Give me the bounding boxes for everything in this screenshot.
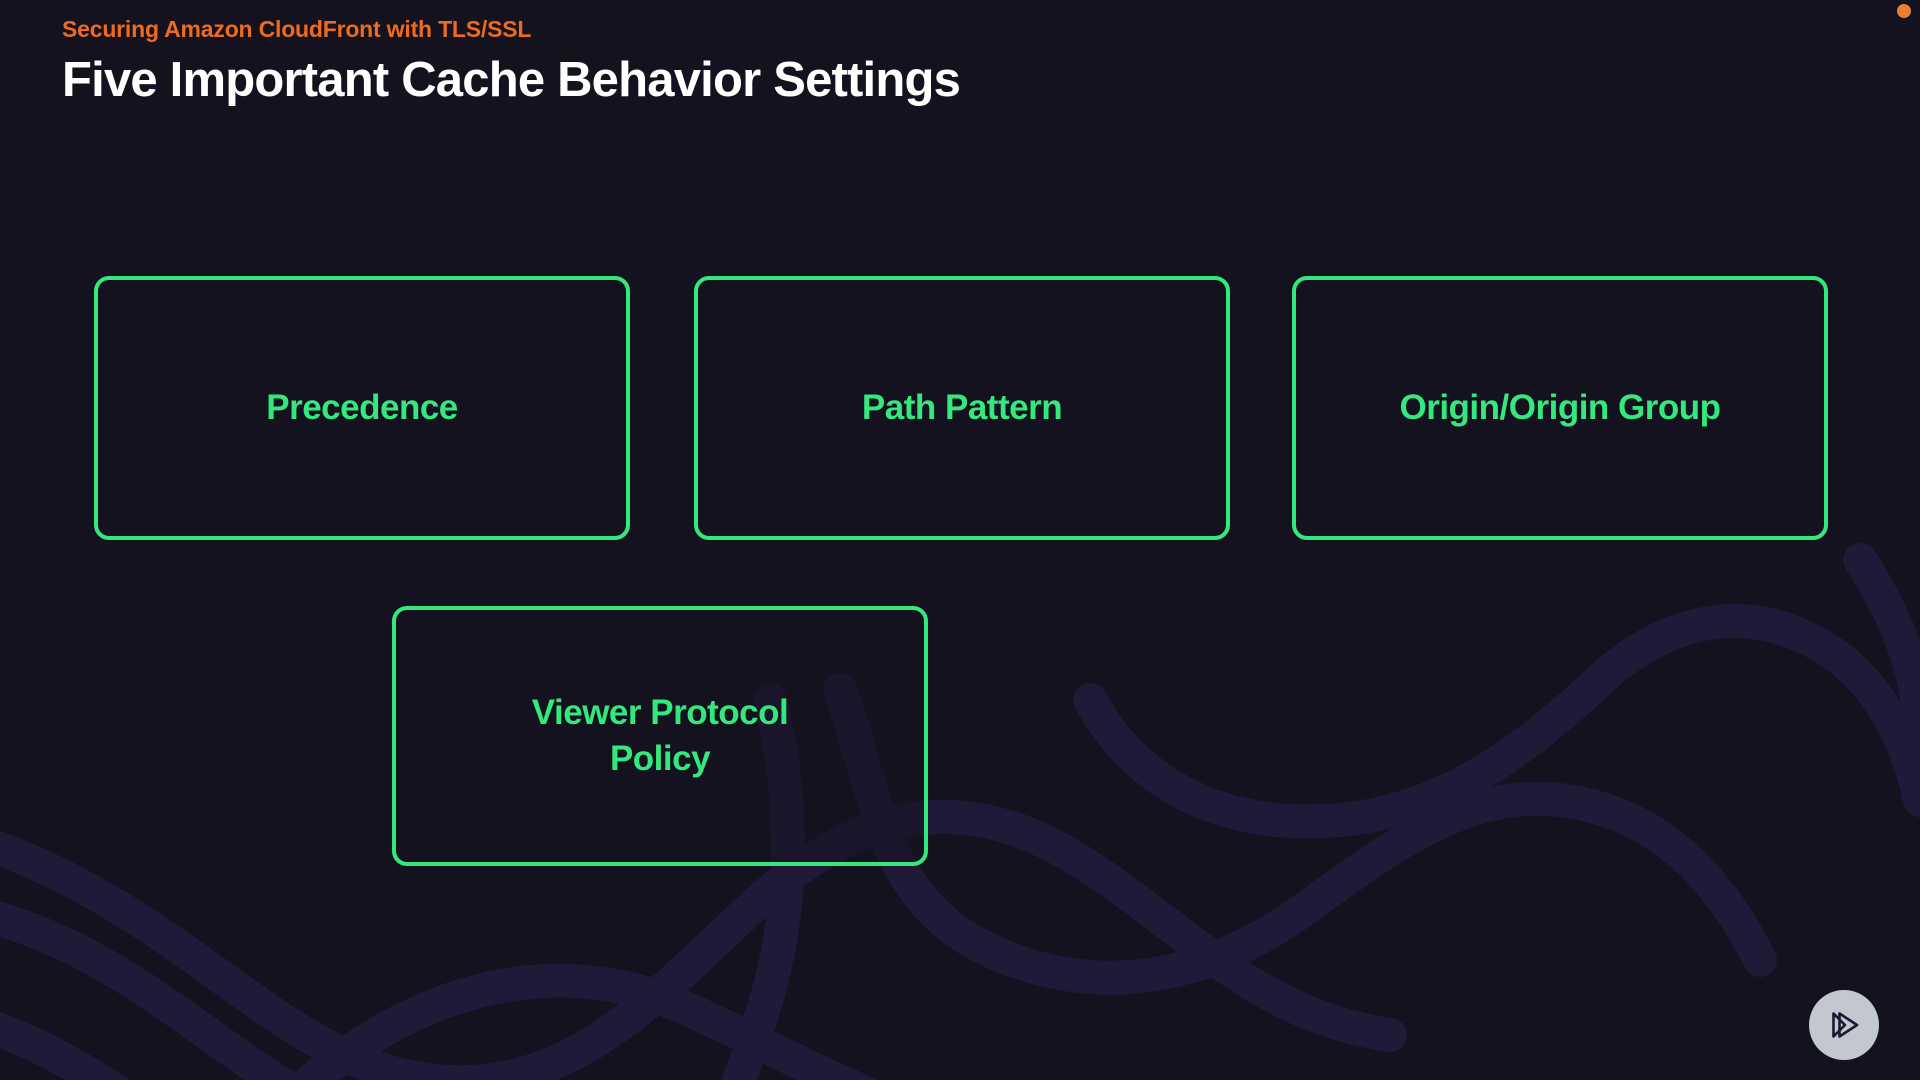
- eyebrow-text: Securing Amazon CloudFront with TLS/SSL: [62, 16, 532, 42]
- setting-card-label: Path Pattern: [861, 387, 1063, 427]
- brand-logo-badge[interactable]: [1809, 990, 1879, 1060]
- slide-header: Securing Amazon CloudFront with TLS/SSL …: [62, 16, 1562, 107]
- setting-card-viewer-protocol-policy[interactable]: Viewer Protocol Policy: [392, 606, 928, 866]
- setting-card-label: Viewer Protocol Policy: [531, 692, 789, 778]
- setting-card-label: Precedence: [266, 387, 458, 427]
- play-double-triangle-icon: [1832, 1012, 1859, 1038]
- setting-card-path-pattern[interactable]: Path Pattern: [694, 276, 1230, 540]
- setting-card-precedence[interactable]: Precedence: [94, 276, 630, 540]
- setting-card-label: Origin/Origin Group: [1399, 387, 1721, 427]
- corner-accent-dot: [1897, 4, 1911, 18]
- page-title: Five Important Cache Behavior Settings: [62, 52, 961, 107]
- setting-card-origin-origin-group[interactable]: Origin/Origin Group: [1292, 276, 1828, 540]
